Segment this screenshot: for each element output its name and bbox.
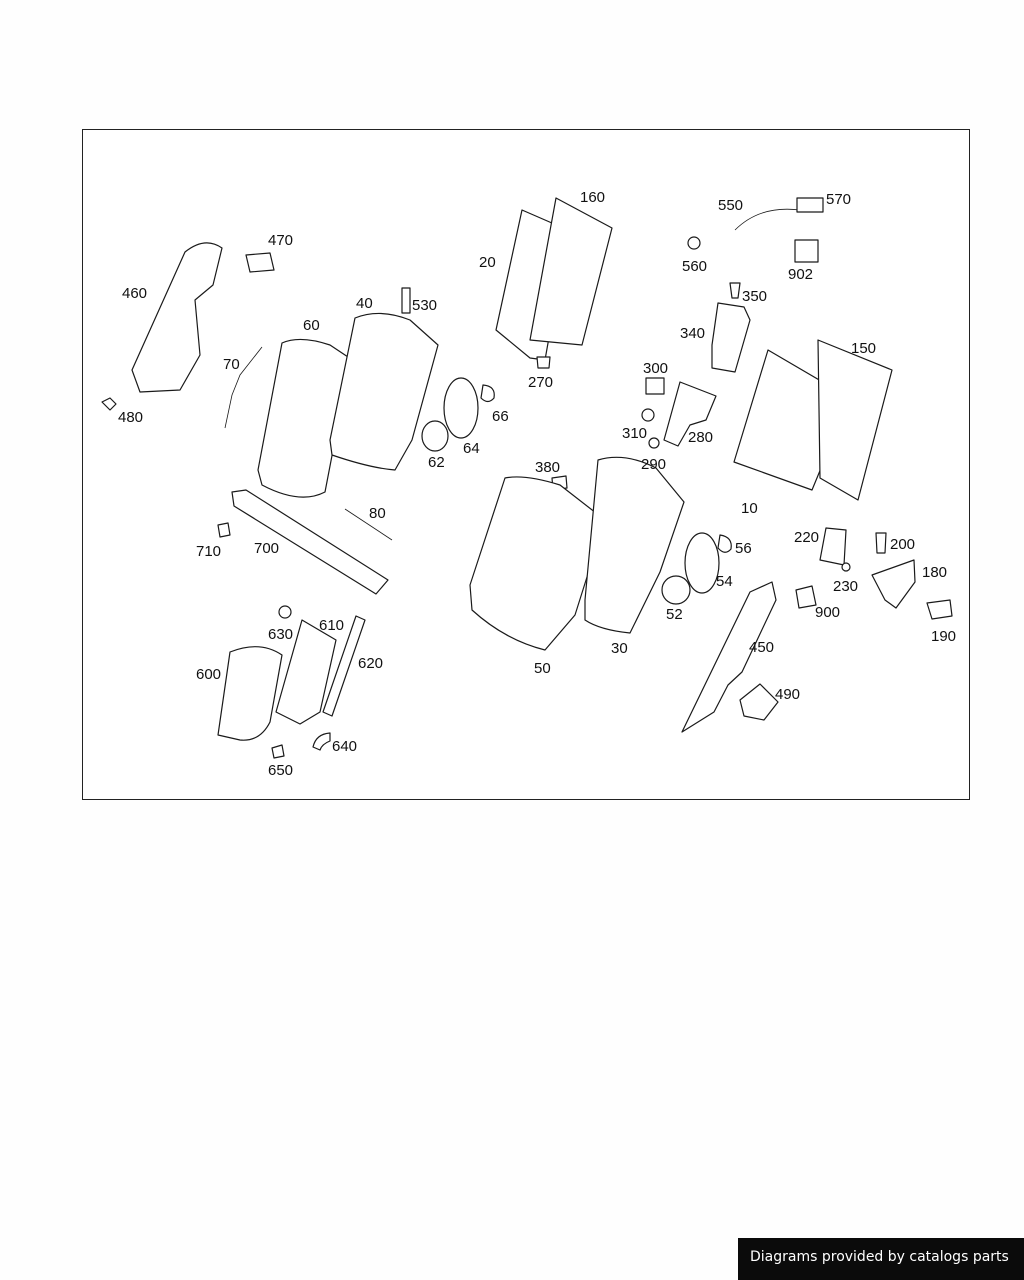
label-350: 350 [742, 288, 767, 305]
label-300: 300 [643, 360, 668, 377]
part-180-bracket [871, 559, 916, 609]
part-340-bracket [711, 302, 751, 373]
label-40: 40 [356, 295, 373, 312]
part-560-bolt [687, 236, 701, 250]
part-550-harness [734, 208, 801, 231]
label-180: 180 [922, 564, 947, 581]
label-640: 640 [332, 738, 357, 755]
part-902-plug [794, 239, 819, 263]
label-650: 650 [268, 762, 293, 779]
label-50: 50 [534, 660, 551, 677]
part-230-screw [841, 562, 851, 572]
label-10: 10 [741, 500, 758, 517]
label-530: 530 [412, 297, 437, 314]
part-56-cap [717, 534, 732, 553]
label-700: 700 [254, 540, 279, 557]
part-610-armrest-frame [275, 619, 337, 725]
part-300-bolt [645, 377, 665, 395]
label-630: 630 [268, 626, 293, 643]
label-56: 56 [735, 540, 752, 557]
label-340: 340 [680, 325, 705, 342]
label-52: 52 [666, 606, 683, 623]
label-290: 290 [641, 456, 666, 473]
label-64: 64 [463, 440, 480, 457]
label-460: 460 [122, 285, 147, 302]
part-40-backrest-cover [329, 312, 439, 471]
label-600: 600 [196, 666, 221, 683]
part-290-nut [648, 437, 660, 449]
part-66-cap [480, 384, 495, 403]
part-190-bushing [926, 599, 953, 620]
part-530-bolt [401, 287, 411, 314]
label-900: 900 [815, 604, 840, 621]
part-640-bracket [312, 732, 331, 751]
part-700-rail [231, 489, 389, 595]
part-310-nut [641, 408, 655, 422]
part-30-seat-cover [584, 456, 685, 634]
part-480-screw [101, 397, 117, 411]
label-230: 230 [833, 578, 858, 595]
label-70: 70 [223, 356, 240, 373]
credit-badge: Diagrams provided by catalogs parts [738, 1238, 1024, 1280]
part-64-disc [443, 377, 479, 439]
label-280: 280 [688, 429, 713, 446]
label-902: 902 [788, 266, 813, 283]
part-630-bolt [278, 605, 292, 619]
label-80: 80 [369, 505, 386, 522]
label-560: 560 [682, 258, 707, 275]
part-710-clip [217, 522, 231, 538]
part-150-panel [817, 339, 893, 501]
label-62: 62 [428, 454, 445, 471]
part-650-clip [271, 744, 285, 759]
part-600-armrest [217, 646, 283, 741]
part-450-side-trim [681, 581, 777, 733]
label-54: 54 [716, 573, 733, 590]
label-570: 570 [826, 191, 851, 208]
label-190: 190 [931, 628, 956, 645]
label-200: 200 [890, 536, 915, 553]
part-160-panel [529, 197, 613, 346]
part-470-clip [245, 252, 275, 273]
part-280-hinge [663, 381, 717, 447]
label-60: 60 [303, 317, 320, 334]
part-620-rail [322, 615, 366, 717]
label-470: 470 [268, 232, 293, 249]
label-20: 20 [479, 254, 496, 271]
part-460-side-trim [131, 242, 223, 393]
label-220: 220 [794, 529, 819, 546]
label-30: 30 [611, 640, 628, 657]
part-54-disc [684, 532, 720, 594]
label-710: 710 [196, 543, 221, 560]
label-150: 150 [851, 340, 876, 357]
part-570-connector [796, 197, 824, 213]
label-66: 66 [492, 408, 509, 425]
part-52-ring [661, 575, 691, 605]
part-50-seat-cushion [469, 476, 606, 651]
label-310: 310 [622, 425, 647, 442]
label-480: 480 [118, 409, 143, 426]
part-200-bolt [875, 532, 887, 554]
part-70-wire [224, 346, 263, 429]
label-610: 610 [319, 617, 344, 634]
part-62-ring [421, 420, 449, 452]
part-270-clip [536, 356, 551, 369]
label-380: 380 [535, 459, 560, 476]
label-160: 160 [580, 189, 605, 206]
part-80-wire [344, 508, 393, 541]
label-620: 620 [358, 655, 383, 672]
part-900-module [795, 585, 817, 609]
label-450: 450 [749, 639, 774, 656]
label-550: 550 [718, 197, 743, 214]
part-490-bracket [739, 683, 779, 721]
label-270: 270 [528, 374, 553, 391]
part-220-actuator [819, 527, 847, 566]
label-490: 490 [775, 686, 800, 703]
part-350-screw [729, 282, 741, 299]
